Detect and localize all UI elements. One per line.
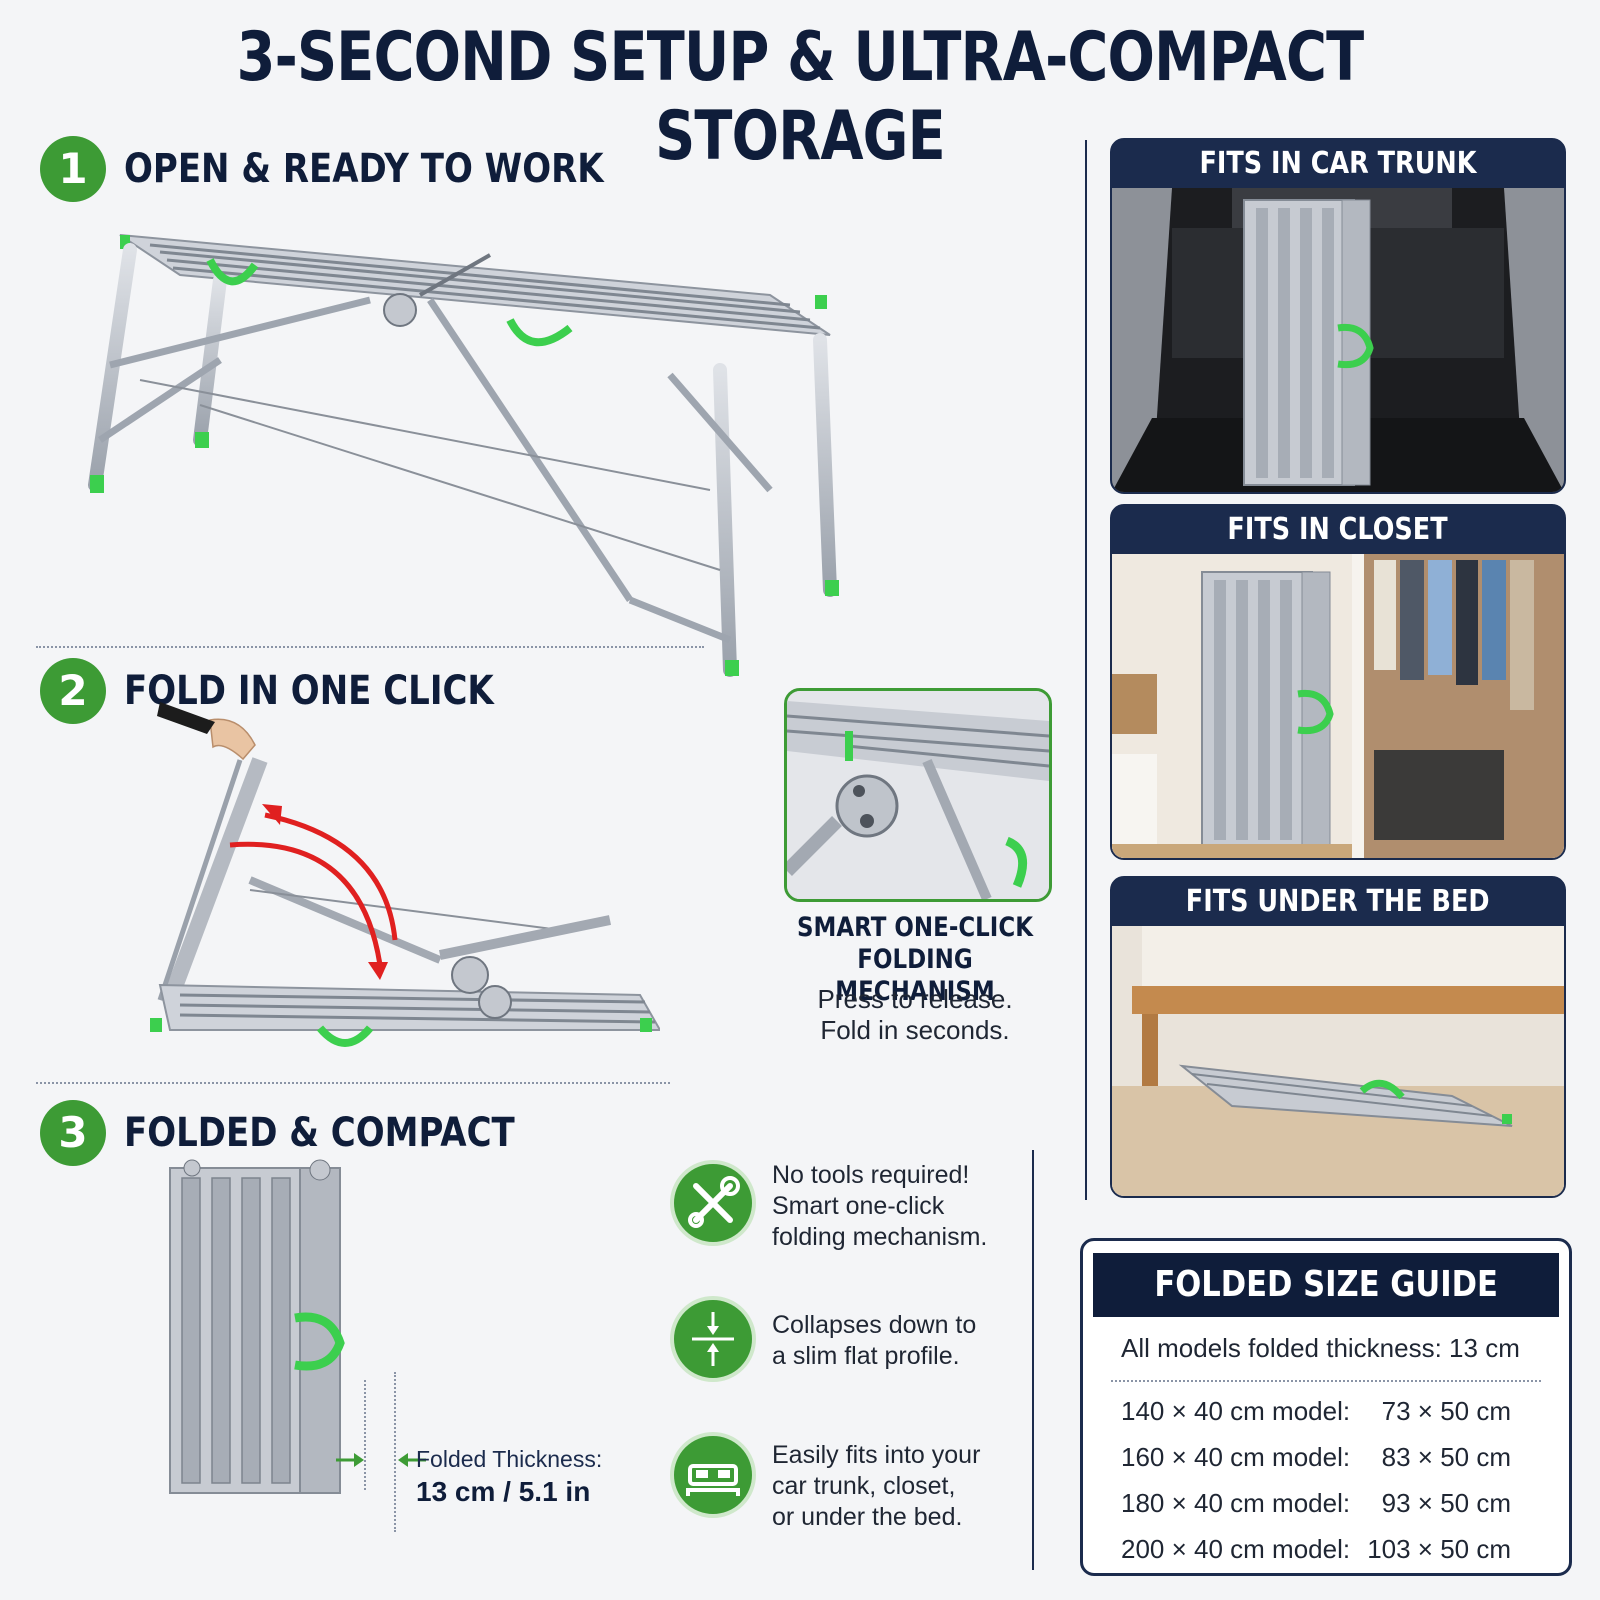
size-guide-title: FOLDED SIZE GUIDE [1093, 1253, 1559, 1317]
mechanism-title: SMART ONE-CLICK FOLDING MECHANISM [783, 912, 1047, 1008]
hand-icon [209, 718, 256, 761]
folding-bench-illustration [150, 702, 660, 1047]
mechanism-sub-line-1: Press to release. [817, 984, 1013, 1014]
bed-icon [670, 1432, 756, 1518]
size-row-model: 180 × 40 cm model: [1121, 1488, 1351, 1518]
feature-3-line-1: Easily fits into your [772, 1441, 981, 1469]
panel-car-trunk: FITS IN CAR TRUNK [1110, 138, 1566, 494]
size-row-value: 83 × 50 cm [1381, 1442, 1511, 1472]
panel-under-bed: FITS UNDER THE BED [1110, 876, 1566, 1198]
collapse-icon [670, 1296, 756, 1382]
thickness-arrows-icon [336, 1453, 426, 1467]
size-row-model: 160 × 40 cm model: [1121, 1442, 1351, 1472]
size-row: 200 × 40 cm model: 103 × 50 cm [1121, 1534, 1569, 1580]
step-1-badge: 1 [40, 136, 106, 202]
thickness-label: Folded Thickness: [416, 1446, 603, 1472]
panel-closet: FITS IN CLOSET [1110, 504, 1566, 860]
features-divider [1032, 1150, 1034, 1570]
divider-1 [36, 646, 704, 648]
size-row-model: 200 × 40 cm model: [1121, 1534, 1351, 1564]
feature-2-line-1: Collapses down to [772, 1311, 977, 1339]
step-2-title: FOLD IN ONE CLICK [124, 668, 494, 714]
divider-2 [36, 1082, 670, 1084]
feature-slim-profile: Collapses down to a slim flat profile. [772, 1310, 976, 1372]
mechanism-title-line-1: SMART ONE-CLICK [797, 912, 1033, 943]
under-bed-image [1112, 926, 1564, 1196]
feature-fits-anywhere: Easily fits into your car trunk, closet,… [772, 1440, 980, 1533]
size-row: 180 × 40 cm model: 93 × 50 cm [1121, 1488, 1569, 1534]
thickness-guide-left [364, 1380, 366, 1490]
right-column-divider [1085, 140, 1087, 1200]
page-title: 3-SECOND SETUP & ULTRA-COMPACT STORAGE [236, 18, 1364, 176]
size-row-value: 73 × 50 cm [1381, 1396, 1511, 1426]
panel-under-bed-title: FITS UNDER THE BED [1186, 884, 1490, 919]
hinge-closeup-illustration [787, 691, 1049, 899]
size-guide-note: All models folded thickness: 13 cm [1121, 1333, 1520, 1363]
thickness-guide-right [394, 1372, 396, 1532]
feature-2-line-2: a slim flat profile. [772, 1342, 960, 1370]
open-bench-illustration [88, 234, 839, 677]
feature-no-tools: No tools required! Smart one-click foldi… [772, 1160, 987, 1253]
folded-bench-illustration [169, 1159, 345, 1494]
step-2-badge: 2 [40, 658, 106, 724]
size-row-model: 140 × 40 cm model: [1121, 1396, 1351, 1426]
tools-icon [670, 1160, 756, 1246]
step-3-title: FOLDED & COMPACT [124, 1110, 515, 1156]
size-row: 140 × 40 cm model: 73 × 50 cm [1121, 1396, 1569, 1442]
feature-1-line-2: Smart one-click [772, 1192, 945, 1220]
feature-1-line-3: folding mechanism. [772, 1223, 988, 1251]
mechanism-subtitle: Press to release. Fold in seconds. [760, 984, 1070, 1046]
size-guide-box: FOLDED SIZE GUIDE All models folded thic… [1080, 1238, 1572, 1576]
step-1-title: OPEN & READY TO WORK [124, 146, 604, 192]
size-row-value: 103 × 50 cm [1367, 1534, 1511, 1564]
mechanism-title-line-2: FOLDING MECHANISM [835, 944, 995, 1007]
panel-closet-title: FITS IN CLOSET [1227, 512, 1449, 547]
size-guide-table: 140 × 40 cm model: 73 × 50 cm 160 × 40 cm… [1121, 1396, 1569, 1580]
size-row-value: 93 × 50 cm [1381, 1488, 1511, 1518]
step-3-badge: 3 [40, 1100, 106, 1166]
mechanism-sub-line-2: Fold in seconds. [820, 1015, 1010, 1045]
mechanism-zoom-image [784, 688, 1052, 902]
feature-1-line-1: No tools required! [772, 1161, 970, 1189]
thickness-value: 13 cm / 5.1 in [416, 1476, 591, 1507]
feature-3-line-3: or under the bed. [772, 1503, 963, 1531]
feature-3-line-2: car trunk, closet, [772, 1472, 956, 1500]
size-row: 160 × 40 cm model: 83 × 50 cm [1121, 1442, 1569, 1488]
closet-image [1112, 554, 1564, 858]
size-guide-divider [1111, 1380, 1541, 1382]
panel-car-trunk-title: FITS IN CAR TRUNK [1199, 146, 1477, 181]
car-trunk-image [1112, 188, 1564, 492]
